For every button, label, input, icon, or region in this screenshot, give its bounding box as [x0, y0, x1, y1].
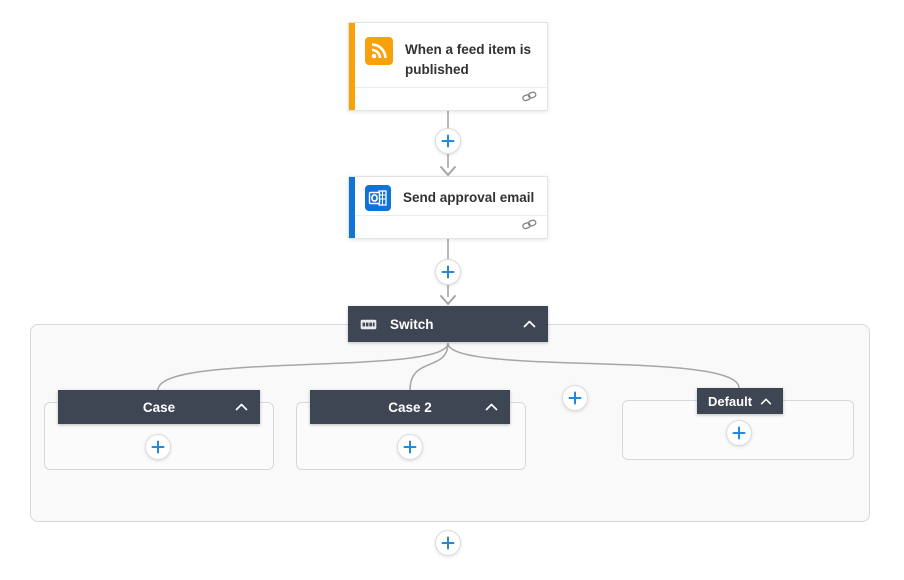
plus-icon — [441, 265, 455, 279]
connections-icon — [522, 90, 537, 108]
switch-icon — [360, 319, 377, 330]
trigger-title: When a feed item is published — [405, 42, 532, 77]
case2-label: Case 2 — [388, 399, 432, 415]
action-card[interactable]: Send approval email — [348, 176, 548, 239]
insert-step-button[interactable] — [435, 259, 461, 285]
case2-header[interactable]: Case 2 — [310, 390, 510, 424]
case1-label: Case — [142, 399, 176, 415]
plus-icon — [403, 440, 417, 454]
plus-icon — [441, 536, 455, 550]
rss-icon — [365, 37, 393, 65]
action-card-footer — [349, 215, 547, 238]
trigger-accent-stripe — [349, 23, 355, 111]
switch-header[interactable]: Switch — [348, 306, 548, 342]
new-step-button[interactable] — [435, 530, 461, 556]
case1-header[interactable]: Case — [58, 390, 260, 424]
plus-icon — [441, 134, 455, 148]
arrow-down-icon — [440, 166, 456, 176]
outlook-icon — [365, 185, 391, 211]
trigger-card-footer — [349, 87, 547, 110]
switch-label: Switch — [390, 316, 434, 332]
action-title: Send approval email — [403, 190, 535, 206]
plus-icon — [732, 426, 746, 440]
insert-step-button[interactable] — [435, 128, 461, 154]
chevron-up-icon — [760, 398, 772, 405]
default-add-action-button[interactable] — [726, 420, 752, 446]
chevron-up-icon — [485, 403, 498, 411]
plus-icon — [568, 391, 582, 405]
add-case-button[interactable] — [562, 385, 588, 411]
case2-add-action-button[interactable] — [397, 434, 423, 460]
chevron-up-icon — [523, 320, 536, 328]
action-accent-stripe — [349, 177, 355, 238]
default-label: Default — [707, 393, 753, 409]
plus-icon — [151, 440, 165, 454]
arrow-down-icon — [440, 295, 456, 305]
case1-add-action-button[interactable] — [145, 434, 171, 460]
chevron-up-icon — [235, 403, 248, 411]
trigger-card[interactable]: When a feed item is published — [348, 22, 548, 112]
default-header[interactable]: Default — [697, 388, 783, 414]
connections-icon — [522, 218, 537, 236]
